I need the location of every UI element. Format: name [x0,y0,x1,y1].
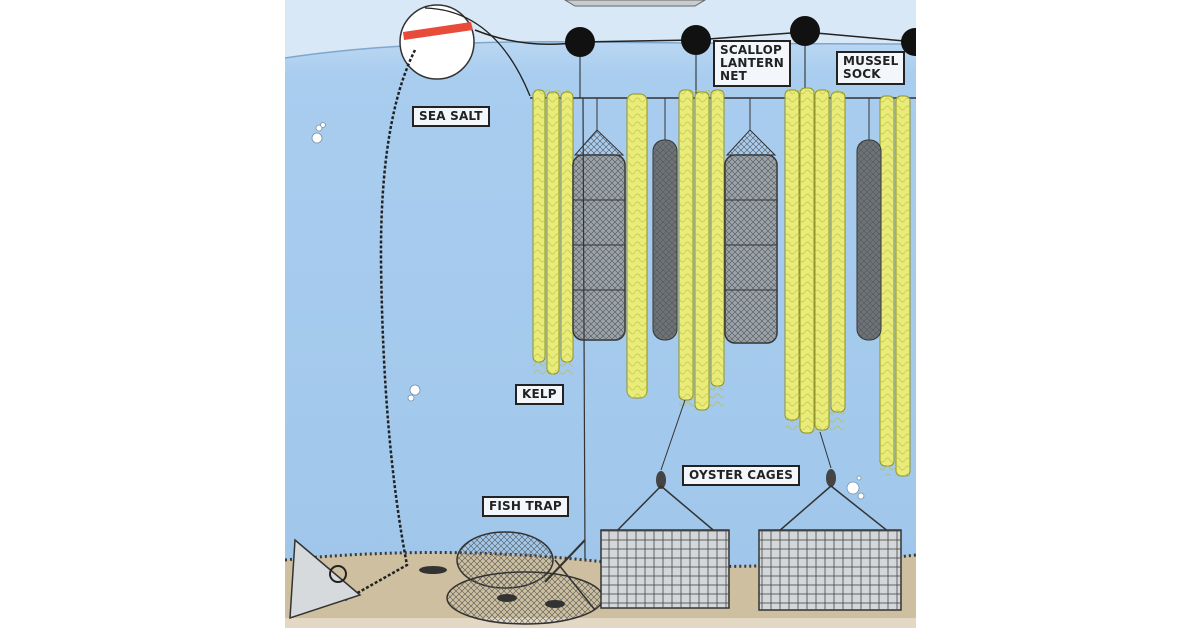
label-mussel-sock: MUSSEL SOCK [836,51,906,85]
mussel-socks [652,98,882,341]
label-kelp: KELP [515,384,564,405]
bubbles [311,122,865,500]
scallop-lantern-nets [572,98,778,344]
boat-hull [564,0,706,7]
fish-trap-line [582,97,586,561]
marker-buoy [399,4,531,97]
label-scallop-lantern-net: SCALLOP LANTERN NET [713,40,792,87]
ocean-farm-illustration [285,0,916,628]
anchor [289,538,362,620]
ocean-farm-diagram: SEA SALT SCALLOP LANTERN NET MUSSEL SOCK… [285,0,916,628]
fish [419,566,447,574]
oyster-cages [600,399,902,611]
mooring-chain [344,49,417,602]
fish-trap [446,531,604,625]
label-oyster-cages: OYSTER CAGES [682,465,801,486]
kelp-strands [532,87,911,477]
label-fish-trap: FISH TRAP [482,496,569,517]
label-sea-salt: SEA SALT [412,106,490,127]
